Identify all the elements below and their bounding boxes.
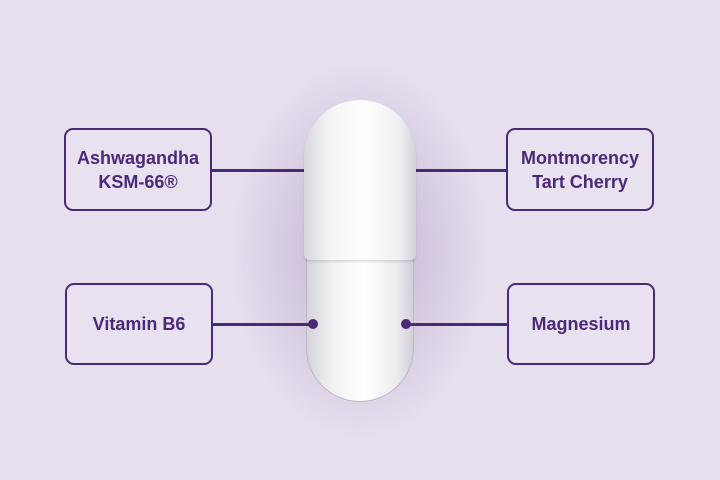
ingredient-label-line2: KSM-66® [98,171,178,192]
ingredient-box-vitamin-b6: Vitamin B6 [65,283,213,365]
ingredient-label-line1: Ashwagandha [76,147,200,168]
connector-top-right [406,169,507,172]
ingredient-label-line2: Tart Cherry [532,171,628,192]
capsule-bottom-half [306,250,414,402]
connector-top-left [212,169,313,172]
connector-bottom-left [213,323,313,326]
connector-dot-bottom-right [401,319,411,329]
ingredient-label-line1: Montmorency [520,147,639,168]
connector-dot-bottom-left [308,319,318,329]
ingredient-box-magnesium: Magnesium [507,283,655,365]
ingredient-label: Magnesium [531,314,631,334]
connector-bottom-right [406,323,507,326]
capsule-top-half [304,100,416,260]
capsule-illustration [304,100,416,402]
ingredient-label: Vitamin B6 [92,314,186,334]
